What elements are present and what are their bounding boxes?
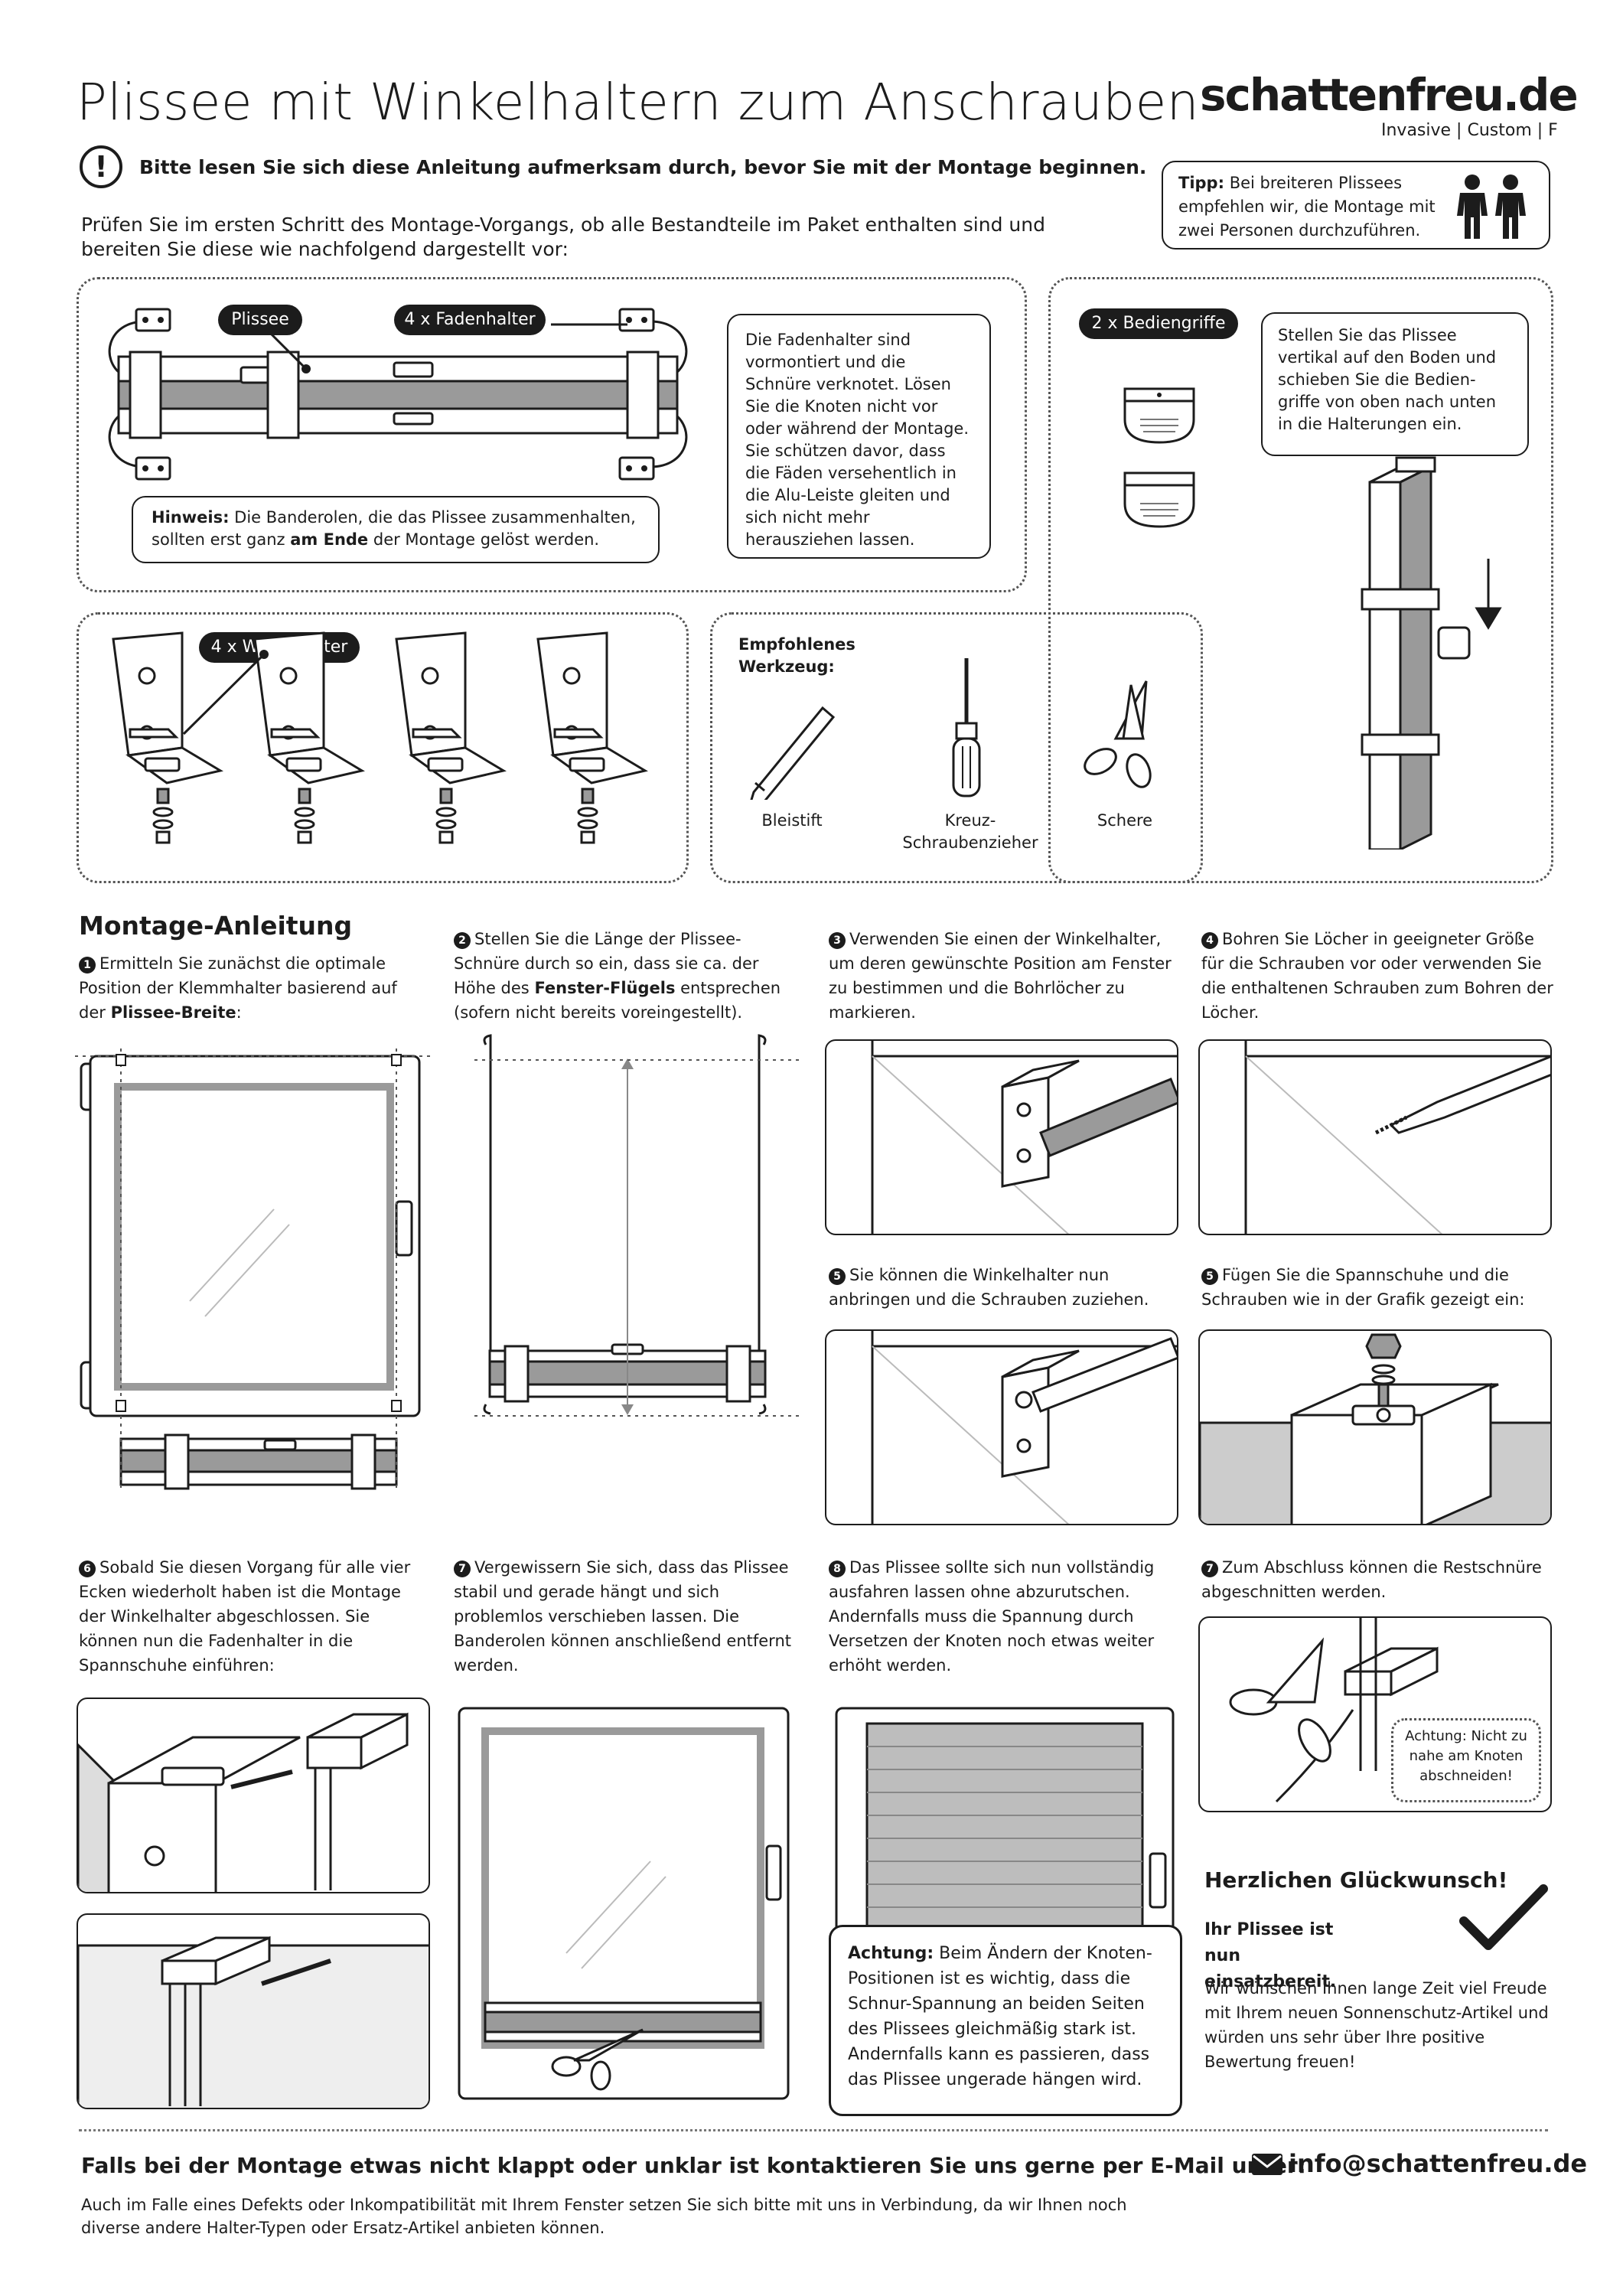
- step-3-panel: [825, 1039, 1178, 1235]
- step-6-panel-top: [77, 1698, 430, 1893]
- step-5a-panel: [825, 1329, 1178, 1525]
- fadenhalter-label: 4 x Fadenhalter: [394, 305, 546, 335]
- achtung-note: Achtung: Beim Ändern der Knoten-Position…: [829, 1925, 1182, 2116]
- tool-label-scissors: Schere: [1097, 811, 1153, 830]
- step-2-cord-length-illustration: [474, 1034, 803, 1417]
- congrats-title: Herzlichen Glückwunsch!: [1204, 1867, 1508, 1893]
- footer-divider: [79, 2129, 1548, 2131]
- intro-text: Prüfen Sie im ersten Schritt des Montage…: [81, 214, 1045, 260]
- tools-title: Empfohlenes Werkzeug:: [738, 635, 855, 676]
- montage-heading: Montage-Anleitung: [79, 911, 353, 941]
- exclamation-icon: !: [80, 145, 122, 188]
- parts-brackets-panel: [77, 612, 689, 883]
- page-title: Plissee mit Winkelhaltern zum Anschraube…: [77, 73, 1200, 132]
- step-7-window-illustration: [458, 1707, 790, 2100]
- email-link[interactable]: info@schattenfreu.de: [1289, 2149, 1588, 2178]
- parts-plissee-panel: [77, 277, 1027, 592]
- footer-note: Auch im Falle eines Defekts oder Inkompa…: [81, 2196, 1127, 2237]
- step-1-window-illustration: [75, 1049, 435, 1492]
- screwdriver-icon: [952, 658, 981, 797]
- operating-handles-illustration: [1123, 387, 1195, 528]
- tool-label-pencil: Bleistift: [761, 811, 823, 830]
- step-4-panel: [1198, 1039, 1552, 1235]
- tool-label-screwdriver: Kreuz-Schraubenzieher: [902, 811, 1038, 852]
- step-8-window-illustration: [835, 1707, 1175, 1961]
- parts-handles-panel: [1048, 277, 1553, 883]
- congrats-subtitle: Ihr Plissee ist nun einsatzbereit.: [1204, 1920, 1337, 1991]
- tools-panel: [710, 612, 1203, 883]
- brand-logo: schattenfreu.de: [1200, 69, 1579, 121]
- fadenhalter-note: Die Fadenhalter sind vormontiert und die…: [727, 314, 991, 559]
- bediengriffe-note: Stellen Sie das Plissee vertikal auf den…: [1261, 312, 1529, 456]
- step-5b-panel: [1198, 1329, 1552, 1525]
- tip-text: Tipp: Bei breiteren Plissees empfehlen w…: [1178, 174, 1436, 240]
- knot-warning: Achtung: Nicht zu nahe am Knoten abschne…: [1391, 1718, 1541, 1802]
- checkmark-icon: [1459, 1884, 1548, 1950]
- plissee-label: Plissee: [218, 305, 302, 335]
- congrats-text: Wir wünschen Ihnen lange Zeit viel Freud…: [1204, 1979, 1549, 2071]
- read-instructions-warning: Bitte lesen Sie sich diese Anleitung auf…: [139, 156, 1147, 178]
- angle-brackets-illustration: [112, 631, 647, 844]
- footer-contact-text: Falls bei der Montage etwas nicht klappt…: [81, 2153, 1306, 2178]
- plissee-with-thread-holders-illustration: [108, 308, 688, 481]
- tip-box: Tipp: Bei breiteren Plissees empfehlen w…: [1162, 161, 1550, 249]
- mail-icon: [1252, 2154, 1282, 2175]
- handle-insertion-illustration: [1361, 456, 1502, 850]
- scissors-icon: [1084, 680, 1152, 788]
- bediengriffe-label: 2 x Bediengriffe: [1079, 308, 1238, 339]
- hinweis-note: Hinweis: Die Banderolen, die das Plissee…: [132, 496, 660, 563]
- step-6-panel-bottom: [77, 1913, 430, 2109]
- two-persons-icon: [1457, 174, 1526, 239]
- brand-tagline: Invasive | Custom | F: [1381, 121, 1558, 140]
- pencil-icon: [750, 706, 836, 800]
